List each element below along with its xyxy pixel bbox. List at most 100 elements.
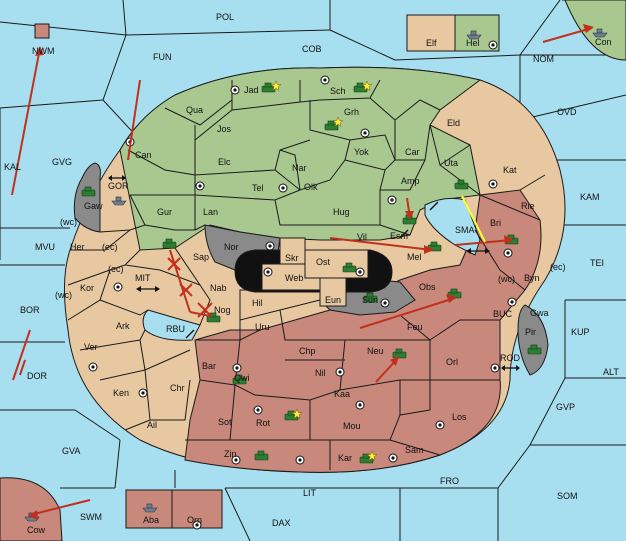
supply-center xyxy=(507,297,517,307)
label-esm: Esm xyxy=(390,231,408,241)
label-kup: KUP xyxy=(571,327,590,337)
order-arrows xyxy=(11,24,594,520)
army-unit[interactable] xyxy=(232,374,247,385)
label-yok: Yok xyxy=(354,147,369,157)
label-eun: Eun xyxy=(325,295,341,305)
convoy-arrow xyxy=(185,329,195,339)
region-labels: POL FUN COB NOM OVD GVG KAL KAM TEI MVU … xyxy=(4,12,619,535)
label-nog: Nog xyxy=(214,305,231,315)
label-qua: Qua xyxy=(186,105,203,115)
arrowhead xyxy=(28,510,38,520)
label-vil: Vil xyxy=(357,232,367,242)
fleet-unit[interactable] xyxy=(592,28,608,38)
army-unit[interactable] xyxy=(81,186,96,197)
label-nil: Nil xyxy=(315,368,326,378)
supply-center xyxy=(192,520,202,530)
label-buc: BUC xyxy=(493,309,513,319)
move-arrow xyxy=(359,297,456,329)
star-marker xyxy=(291,408,303,420)
label-jad: Jad xyxy=(244,85,259,95)
army-unit[interactable] xyxy=(342,262,357,273)
supply-center xyxy=(113,282,123,292)
label-orl: Orl xyxy=(446,357,458,367)
move-arrow xyxy=(29,499,91,516)
army-unit[interactable] xyxy=(254,450,269,461)
label-elf: Elf xyxy=(426,38,437,48)
label-eld: Eld xyxy=(447,118,460,128)
cancel-mark xyxy=(197,302,213,318)
army-unit[interactable] xyxy=(527,344,542,355)
support-line xyxy=(461,195,486,243)
lake-rbu[interactable] xyxy=(142,309,201,341)
lake-sma[interactable] xyxy=(424,197,481,256)
territory-elf[interactable] xyxy=(406,14,456,52)
army-unit[interactable] xyxy=(324,120,339,131)
supply-center xyxy=(295,455,305,465)
label-sch: Sch xyxy=(330,86,346,96)
territory-pir[interactable] xyxy=(517,304,549,376)
label-mou: Mou xyxy=(343,421,361,431)
double-arrow-mit xyxy=(136,286,160,292)
label-lan: Lan xyxy=(203,207,218,217)
region-green-north xyxy=(119,66,482,251)
label-bor: BOR xyxy=(20,305,40,315)
label-sma: SMA xyxy=(455,225,475,235)
label-ver: Ver xyxy=(84,342,98,352)
army-unit[interactable] xyxy=(206,312,221,323)
label-con: Con xyxy=(595,37,612,47)
territory-nor[interactable] xyxy=(204,224,281,271)
label-coast-wc1: (wc) xyxy=(60,217,77,227)
region-red-south xyxy=(184,189,542,473)
label-byn: Byn xyxy=(524,273,540,283)
label-ost: Ost xyxy=(316,257,331,267)
label-swm: SWM xyxy=(80,512,102,522)
label-fro: FRO xyxy=(440,476,459,486)
label-gor: GOR xyxy=(108,181,129,191)
army-unit[interactable] xyxy=(261,82,276,93)
territory-gaw[interactable] xyxy=(73,162,101,233)
fleet-unit[interactable] xyxy=(111,196,127,206)
supply-center xyxy=(88,362,98,372)
label-sam: Sam xyxy=(405,445,424,455)
supply-center xyxy=(231,455,241,465)
move-arrow xyxy=(11,47,41,196)
label-chp: Chp xyxy=(299,346,316,356)
label-gur: Gur xyxy=(157,207,172,217)
army-unit[interactable] xyxy=(454,179,469,190)
label-kam: KAM xyxy=(580,192,600,202)
label-skr: Skr xyxy=(285,253,299,263)
army-unit[interactable] xyxy=(363,292,378,303)
label-gvg: GVG xyxy=(52,157,72,167)
army-unit[interactable] xyxy=(162,238,177,249)
territory-cow[interactable] xyxy=(0,477,63,541)
label-nab: Nab xyxy=(210,283,227,293)
supply-center xyxy=(435,420,445,430)
label-gvp: GVP xyxy=(556,402,575,412)
label-sot: Sot xyxy=(218,417,232,427)
label-nar: Nar xyxy=(292,163,307,173)
label-coast-ec2: (ec) xyxy=(108,264,124,274)
label-rod: ROD xyxy=(500,353,521,363)
label-mvu: MVU xyxy=(35,242,55,252)
territory-eun[interactable] xyxy=(319,277,347,307)
label-kat: Kat xyxy=(503,165,517,175)
supply-center xyxy=(355,400,365,410)
move-arrow xyxy=(329,237,433,251)
supply-center xyxy=(488,40,498,50)
territory-nwm[interactable] xyxy=(34,23,50,39)
label-chr: Chr xyxy=(170,383,185,393)
supply-center xyxy=(320,75,330,85)
label-hug: Hug xyxy=(333,207,350,217)
label-sap: Sap xyxy=(193,252,209,262)
label-tel: Tel xyxy=(252,183,264,193)
fleet-unit[interactable] xyxy=(466,30,482,40)
arrowhead xyxy=(424,245,434,254)
fleet-unit[interactable] xyxy=(142,503,158,513)
label-ken: Ken xyxy=(113,388,129,398)
supply-center xyxy=(387,195,397,205)
label-cob: COB xyxy=(302,44,322,54)
label-coast-ec3: (ec) xyxy=(550,262,566,272)
army-unit[interactable] xyxy=(392,348,407,359)
